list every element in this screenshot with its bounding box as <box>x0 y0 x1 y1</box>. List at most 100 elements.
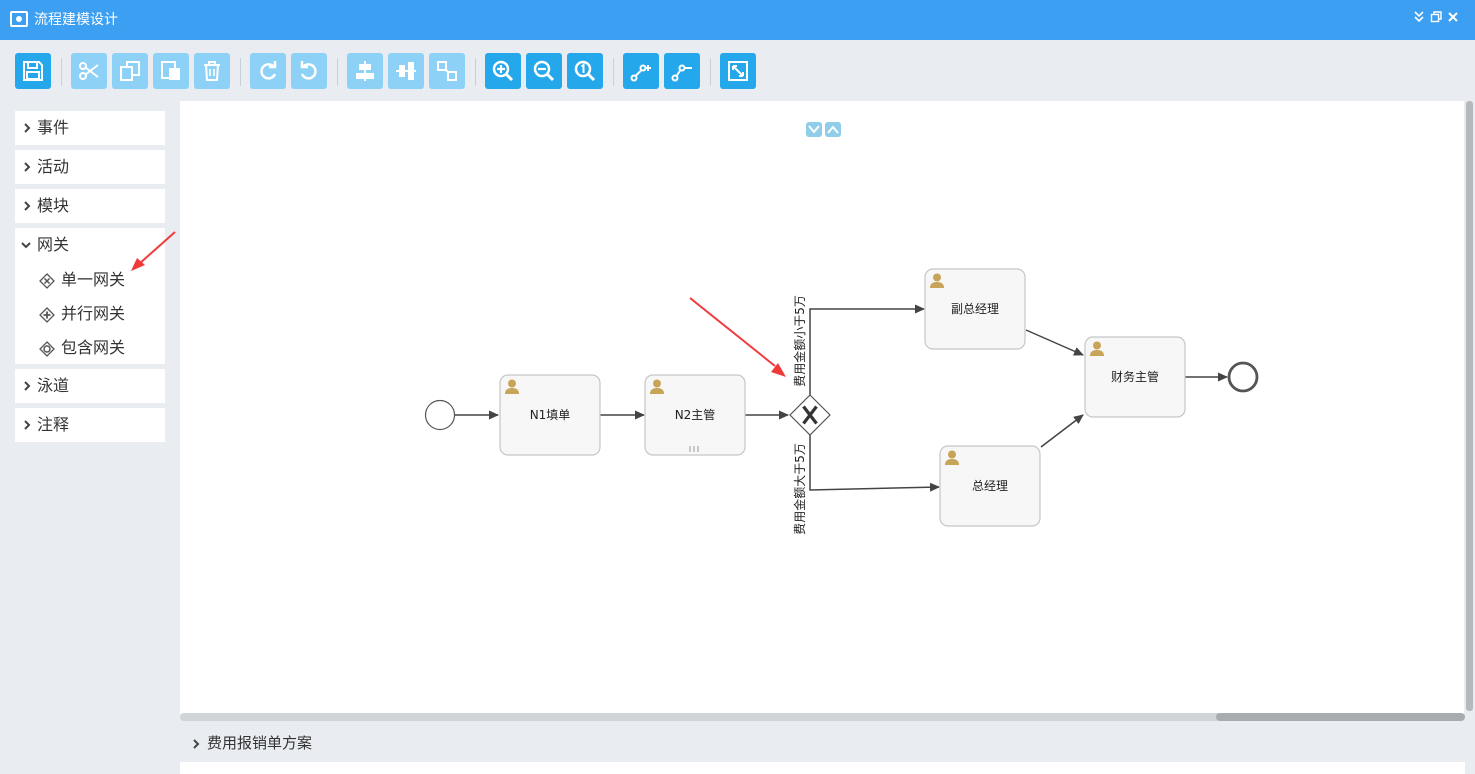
scrollbar-thumb[interactable] <box>1466 101 1473 711</box>
palette-category-lane[interactable]: 泳道 <box>15 369 165 403</box>
window-title: 流程建模设计 <box>34 12 118 28</box>
palette-category-label: 模块 <box>37 196 70 215</box>
palette-category-label: 网关 <box>37 235 70 254</box>
undo-button[interactable] <box>291 53 327 89</box>
palette-category-label: 活动 <box>37 157 70 176</box>
remove-docker-button[interactable] <box>664 53 700 89</box>
collapse-toggle[interactable] <box>806 122 841 137</box>
exclusive-gateway-icon <box>39 273 55 289</box>
horizontal-scrollbar[interactable] <box>180 713 1465 721</box>
align-horizontal-button[interactable] <box>347 53 383 89</box>
chevron-down-icon <box>21 242 31 249</box>
palette-category-module[interactable]: 模块 <box>15 189 165 223</box>
exclusive-gateway[interactable] <box>789 394 831 436</box>
align-vertical-button[interactable] <box>388 53 424 89</box>
task-deputy-gm[interactable]: 副总经理 <box>924 268 1026 350</box>
parallel-gateway-icon <box>39 307 55 323</box>
zoom-actual-button[interactable] <box>567 53 603 89</box>
monitor-icon <box>10 11 28 27</box>
palette-category-label: 注释 <box>37 415 70 434</box>
align-horizontal-icon <box>356 61 374 81</box>
toolbar <box>0 40 1475 101</box>
redo-button[interactable] <box>250 53 286 89</box>
process-diagram: 费用金额小于5万 费用金额大于5万 N1填单 N2主管 副总经理 总经理 财 <box>424 122 1259 535</box>
save-icon <box>23 61 43 81</box>
title-bar: 流程建模设计 <box>0 0 1475 40</box>
palette-item-label: 并行网关 <box>61 304 126 323</box>
palette-category-label: 事件 <box>37 118 70 137</box>
collapse-icon[interactable] <box>1412 10 1426 28</box>
zoom-out-icon <box>533 60 555 82</box>
chevron-right-icon <box>24 381 31 391</box>
task-n1[interactable]: N1填单 <box>499 374 601 456</box>
add-bend-icon <box>630 64 651 82</box>
paste-icon <box>161 61 180 80</box>
task-label: N1填单 <box>530 408 571 422</box>
scheme-panel-header[interactable]: 费用报销单方案 <box>180 726 1465 762</box>
delete-button[interactable] <box>194 53 230 89</box>
task-gm[interactable]: 总经理 <box>939 445 1041 527</box>
trash-icon <box>204 61 220 81</box>
palette-item-label: 包含网关 <box>61 338 126 357</box>
annotation-arrow <box>131 231 176 271</box>
task-label: 副总经理 <box>951 302 999 316</box>
scheme-panel-label: 费用报销单方案 <box>207 734 313 752</box>
add-docker-button[interactable] <box>623 53 659 89</box>
fit-icon <box>728 61 748 81</box>
toolbar-separator <box>61 58 62 86</box>
palette-category-activity[interactable]: 活动 <box>15 150 165 184</box>
undo-icon <box>300 61 317 80</box>
chevron-right-icon <box>24 201 31 211</box>
condition-label-lower: 费用金额大于5万 <box>792 443 807 535</box>
copy-icon <box>120 61 140 81</box>
copy-button[interactable] <box>112 53 148 89</box>
scissors-icon <box>79 62 99 80</box>
align-vertical-icon <box>396 62 416 80</box>
zoom-reset-icon <box>574 60 596 82</box>
scheme-panel-body <box>180 762 1465 774</box>
annotation-arrow <box>689 297 786 377</box>
inclusive-gateway-icon <box>39 341 55 357</box>
align-size-button[interactable] <box>429 53 465 89</box>
toolbar-separator <box>475 58 476 86</box>
gateway-items: 单一网关 并行网关 包含网关 <box>15 262 165 364</box>
paste-button[interactable] <box>153 53 189 89</box>
palette-category-event[interactable]: 事件 <box>15 111 165 145</box>
scrollbar-thumb[interactable] <box>1216 713 1465 721</box>
task-label: 总经理 <box>972 479 1008 493</box>
fit-screen-button[interactable] <box>720 53 756 89</box>
chevron-right-icon <box>24 123 31 133</box>
toolbar-separator <box>710 58 711 86</box>
palette-item-label: 单一网关 <box>61 270 126 289</box>
task-n2[interactable]: N2主管 <box>644 374 746 456</box>
remove-bend-icon <box>671 64 692 82</box>
toolbar-separator <box>337 58 338 86</box>
condition-label-upper: 费用金额小于5万 <box>792 295 807 387</box>
task-finance[interactable]: 财务主管 <box>1084 336 1186 418</box>
palette-category-label: 泳道 <box>37 376 70 395</box>
save-button[interactable] <box>15 53 51 89</box>
redo-icon <box>260 61 277 80</box>
restore-icon[interactable] <box>1429 10 1443 28</box>
task-label: N2主管 <box>675 407 716 422</box>
toolbar-separator <box>240 58 241 86</box>
chevron-right-icon <box>24 162 31 172</box>
cut-button[interactable] <box>71 53 107 89</box>
multi-instance-icon <box>689 446 699 452</box>
zoom-in-button[interactable] <box>485 53 521 89</box>
diagram-canvas[interactable]: 费用金额小于5万 费用金额大于5万 N1填单 N2主管 副总经理 总经理 财 <box>180 101 1464 714</box>
end-event[interactable] <box>1227 361 1259 393</box>
chevron-right-icon <box>24 420 31 430</box>
resize-icon <box>437 61 457 81</box>
sequence-flows <box>455 304 1228 492</box>
zoom-in-icon <box>492 60 514 82</box>
zoom-out-button[interactable] <box>526 53 562 89</box>
vertical-scrollbar[interactable] <box>1464 101 1475 714</box>
task-label: 财务主管 <box>1111 369 1159 384</box>
chevron-right-icon <box>193 739 200 749</box>
toolbar-separator <box>613 58 614 86</box>
palette-category-annotation[interactable]: 注释 <box>15 408 165 442</box>
close-icon[interactable] <box>1446 10 1460 28</box>
palette-category-gateway[interactable]: 网关 <box>15 228 165 262</box>
start-event[interactable] <box>424 399 456 431</box>
